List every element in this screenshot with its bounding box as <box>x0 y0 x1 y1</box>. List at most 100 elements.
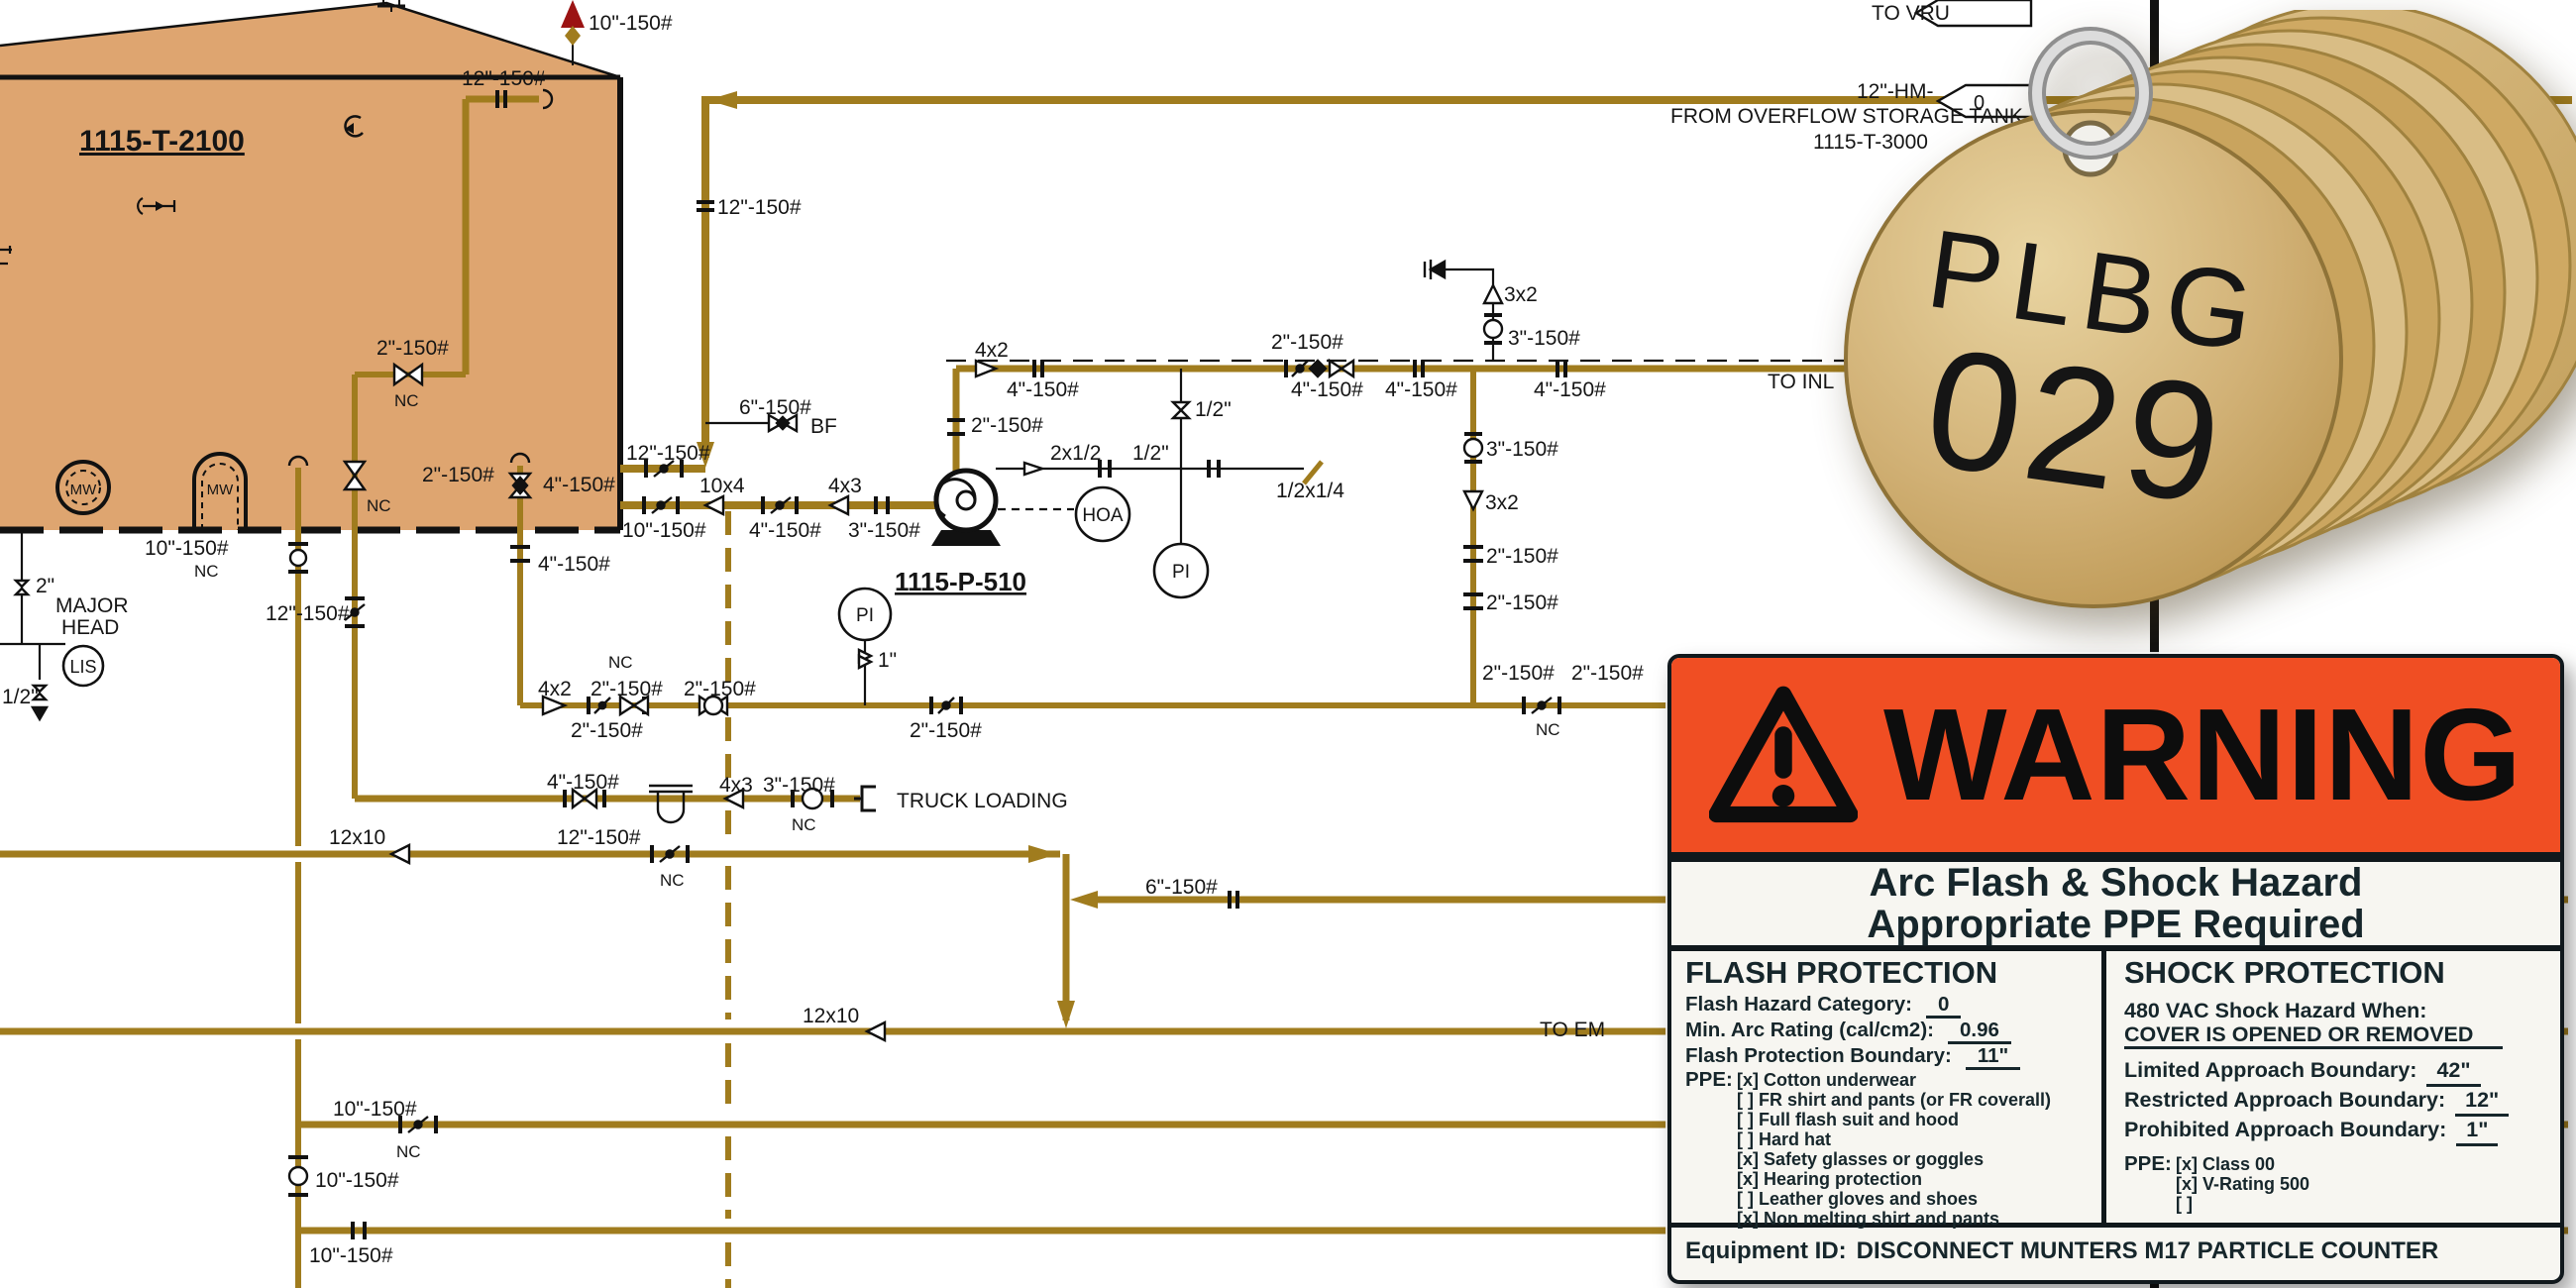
ppe-item: [x] V-Rating 500 <box>2176 1174 2310 1194</box>
pipe-label: 1/2" <box>1195 398 1232 421</box>
pipe-label: PI <box>1172 562 1190 583</box>
warning-subtitle-2: Appropriate PPE Required <box>1867 903 2365 946</box>
ppe-item: [ ] FR shirt and pants (or FR coverall) <box>1737 1090 2052 1110</box>
warning-label: WARNING Arc Flash & Shock Hazard Appropr… <box>1667 654 2564 1284</box>
warning-header: WARNING <box>1671 658 2560 852</box>
manway-circle <box>55 460 111 515</box>
header-divider <box>1671 852 2560 862</box>
pipe-label: NC <box>792 815 816 834</box>
ppe-item: [x] Non melting shirt and pants <box>1737 1209 2000 1229</box>
ppe-item: [ ] <box>2176 1194 2193 1214</box>
pipe-label: 12x10 <box>803 1005 859 1027</box>
shock-protection-section: SHOCK PROTECTION 480 VAC Shock Hazard Wh… <box>2106 951 2560 1223</box>
pipe-label: 3"-150# <box>763 774 835 797</box>
pipe-label: MW <box>207 482 234 498</box>
ppe-item: [x] Cotton underwear <box>1737 1070 1917 1090</box>
pipe-label: 2"-150# <box>971 414 1043 437</box>
tag-front: PLBG 029 <box>1844 109 2343 608</box>
pipe-label: 3"-150# <box>1486 438 1558 461</box>
pipe-label: 4x2 <box>538 678 572 700</box>
pipe-label: NC <box>1536 720 1560 739</box>
pipe-label: 10"-150# <box>315 1169 399 1192</box>
check-curl-icon <box>344 115 364 138</box>
relief-arrow-icon <box>561 0 585 65</box>
pipe-label: 0 <box>1974 92 1985 114</box>
pipe-label: 1/2x1/4 <box>1276 480 1344 502</box>
pipe-label: LIS <box>69 657 96 677</box>
brass-tag-stack: PLBG 029 <box>1838 2 2576 612</box>
pipe-label: 4"-150# <box>1007 378 1079 401</box>
offpage-connectors <box>1913 0 2035 119</box>
warning-title: WARNING <box>1883 682 2522 827</box>
pipe-label: 12"-HM- <box>1857 80 1933 103</box>
shock-hazard-line1: 480 VAC Shock Hazard When: <box>2124 999 2427 1022</box>
ppe-item: [x] Safety glasses or goggles <box>1737 1149 1985 1169</box>
pipe-label: 2"-150# <box>1486 591 1558 614</box>
pipe-label: 12"-150# <box>462 67 546 90</box>
protection-row: Flash Protection Boundary:11" <box>1685 1044 2090 1070</box>
pipe-label: TO INL <box>1768 371 1834 393</box>
pipe-label: TO EM <box>1540 1019 1605 1041</box>
pipe-label: 4"-150# <box>1291 378 1363 401</box>
pipe-label: 2"-150# <box>1271 331 1343 354</box>
ppe-item: [ ] Full flash suit and hood <box>1737 1110 1959 1129</box>
pipe-label: 12"-150# <box>717 196 802 219</box>
pipe-label: BF <box>810 415 837 438</box>
warning-subtitle-1: Arc Flash & Shock Hazard <box>1869 861 2363 905</box>
pipe-label: MW <box>70 482 97 498</box>
equipment-id-row: Equipment ID: DISCONNECT MUNTERS M17 PAR… <box>1671 1223 2560 1275</box>
protection-row: Restricted Approach Boundary:12" <box>2124 1087 2548 1117</box>
pipe-label: 10"-150# <box>309 1244 393 1267</box>
pipe-label: 2"-150# <box>590 678 663 700</box>
pipe-label: 2"-150# <box>684 678 756 700</box>
pipe-label: 1/2" <box>2 686 39 708</box>
pipe-label: 3x2 <box>1485 491 1519 514</box>
pipe-label: HOA <box>1082 505 1124 526</box>
pipe-label: MAJOR <box>55 594 129 617</box>
protection-row: Prohibited Approach Boundary:1" <box>2124 1117 2548 1146</box>
pipe-label: NC <box>396 1142 421 1161</box>
pipe-label: 2"-150# <box>571 719 643 742</box>
shock-heading: SHOCK PROTECTION <box>2124 955 2445 990</box>
pipe-label: 4"-150# <box>538 553 610 576</box>
pipe-label: 4x3 <box>828 475 862 497</box>
pipe-label: 1115-T-2100 <box>79 125 245 158</box>
pipe-label: 4"-150# <box>1534 378 1606 401</box>
pipe-label: FROM OVERFLOW STORAGE TANK <box>1670 105 2023 128</box>
pipe-label: 12x10 <box>329 826 385 849</box>
flash-ppe-label: PPE: <box>1685 1068 1733 1091</box>
flash-protection-section: FLASH PROTECTION Flash Hazard Category:0… <box>1671 951 2106 1229</box>
flash-heading: FLASH PROTECTION <box>1685 955 1998 990</box>
pipe-label: 3x2 <box>1504 283 1538 306</box>
ppe-item: [x] Class 00 <box>2176 1154 2276 1174</box>
protection-row: Min. Arc Rating (cal/cm2):0.96 <box>1685 1019 2090 1044</box>
pipe-label: 2"-150# <box>910 719 982 742</box>
shock-hazard-line2: COVER IS OPENED OR REMOVED <box>2124 1022 2504 1049</box>
manway-arch <box>192 452 248 530</box>
pipe-label: 4"-150# <box>1385 378 1457 401</box>
protection-row: Limited Approach Boundary:42" <box>2124 1057 2548 1087</box>
pipe-label: TO VRU <box>1872 2 1950 25</box>
pipe-label: NC <box>394 391 419 410</box>
pipe-label: 2"-150# <box>376 337 449 360</box>
pump-symbol <box>931 468 1001 546</box>
ppe-item: [ ] Leather gloves and shoes <box>1737 1189 1979 1209</box>
protection-row: Flash Hazard Category:0 <box>1685 993 2090 1019</box>
equipment-id-label: Equipment ID: <box>1685 1237 1847 1264</box>
pipe-label: 10"-150# <box>622 519 706 542</box>
pipe-label: 12"-150# <box>266 602 350 625</box>
pipe-label: 6"-150# <box>1145 876 1218 899</box>
valves-layer <box>13 88 1567 1239</box>
pipe-label: 10"-150# <box>333 1098 417 1121</box>
pipe-label: HEAD <box>61 616 119 639</box>
pipe-label: 3"-150# <box>848 519 920 542</box>
pipe-label: 3"-150# <box>1508 327 1580 350</box>
pipe-label: TRUCK LOADING <box>897 790 1068 812</box>
pipe-label: 2"-150# <box>1571 662 1644 685</box>
instrument-bubbles <box>61 485 1210 688</box>
pipe-label: 2"-150# <box>1486 545 1558 568</box>
pipe-label: 10x4 <box>699 475 745 497</box>
battery-limit-line <box>2150 0 2159 1288</box>
pipe-label: 4"-150# <box>543 474 615 496</box>
